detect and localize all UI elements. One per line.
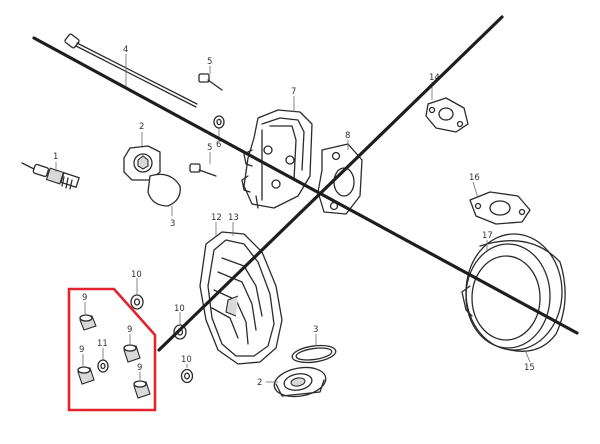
callout-14: 14: [429, 73, 440, 83]
callout-16: 16: [469, 173, 480, 183]
callout-9-d: 9: [137, 363, 142, 373]
callout-1: 1: [53, 152, 58, 162]
part-2-3-filler-cap: [123, 145, 181, 207]
callout-10-upper: 10: [131, 270, 142, 280]
part-1-spark-plug: [21, 162, 80, 190]
strike-line-descending: [32, 36, 579, 335]
callout-10-middle: 10: [174, 304, 185, 314]
part-10-washer-upper: [130, 294, 144, 310]
callout-3-lower: 3: [313, 325, 318, 335]
part-12-13-crankcase-cover: [199, 231, 283, 365]
callout-15: 15: [524, 363, 535, 373]
callout-10-lower: 10: [181, 355, 192, 365]
part-16-gasket: [469, 191, 531, 225]
part-14-small-gasket: [425, 97, 469, 133]
highlighted-dowel-group: [67, 287, 157, 412]
callout-4: 4: [123, 45, 128, 55]
part-5-small-bolt-top: [198, 73, 223, 91]
strike-through-lines: [32, 15, 579, 352]
part-9-dowel-d: [133, 380, 151, 399]
part-11-washer: [97, 359, 109, 373]
part-7-pump-bracket: [241, 109, 313, 209]
callout-9-a: 9: [82, 293, 87, 303]
strike-line-ascending: [157, 15, 504, 352]
callout-12: 12: [211, 213, 222, 223]
part-17-15-large-cover: [461, 233, 566, 352]
callout-5-middle: 5: [207, 143, 212, 153]
part-9-dowel-c: [123, 344, 141, 363]
part-2-drain-plug: [273, 366, 327, 398]
callout-7: 7: [291, 87, 296, 97]
part-4-long-bolt: [64, 33, 198, 108]
callout-6: 6: [216, 140, 221, 150]
callout-11: 11: [97, 339, 108, 349]
part-10-washer-lower: [180, 368, 194, 384]
highlight-box: [67, 287, 157, 412]
callout-17: 17: [482, 231, 493, 241]
part-5-small-bolt-middle: [189, 163, 217, 177]
callout-9-b: 9: [79, 345, 84, 355]
callout-5-top: 5: [207, 57, 212, 67]
part-9-dowel-a: [79, 314, 97, 331]
callout-9-c: 9: [127, 325, 132, 335]
callout-8: 8: [345, 131, 350, 141]
callout-13: 13: [228, 213, 239, 223]
callout-labels: 1 2 3 4 5 6 5 7 8 9 10 10 11 9 9 9 12 13…: [53, 45, 535, 388]
part-3-o-ring: [291, 344, 337, 364]
part-9-dowel-b: [77, 366, 95, 385]
callout-2-lower: 2: [257, 378, 262, 388]
leader-lines: [55, 54, 531, 383]
callout-3: 3: [170, 219, 175, 229]
part-6-washer: [213, 115, 225, 129]
callout-2: 2: [139, 122, 144, 132]
